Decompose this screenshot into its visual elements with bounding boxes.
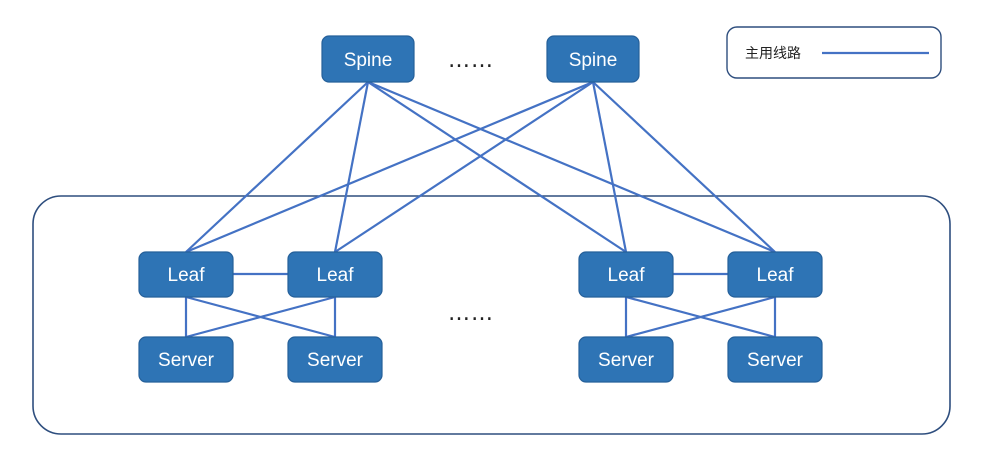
link-spine_2-leaf_1 [185,80,594,254]
spine-node[interactable]: Spine [546,35,640,83]
link-spine_2-leaf_3 [591,81,628,253]
leaf-node[interactable]: Leaf [727,251,823,298]
leaf-node[interactable]: Leaf [578,251,674,298]
link-leaf_4-server_3 [625,295,776,339]
spine-ellipsis: …… [448,48,494,73]
leaf-label: Leaf [317,265,355,286]
server-label: Server [747,350,804,371]
link-spine_2-leaf_4 [592,81,776,253]
leaf-node[interactable]: Leaf [138,251,234,298]
server-label: Server [598,350,655,371]
link-spine_1-leaf_4 [367,80,776,254]
links-layer [184,80,777,339]
link-spine_1-leaf_2 [333,81,370,253]
legend: 主用线路 [726,26,942,79]
spine-node[interactable]: Spine [321,35,415,83]
server-label: Server [158,350,215,371]
legend-label: 主用线路 [745,46,801,62]
server-node[interactable]: Server [578,336,674,383]
server-node[interactable]: Server [138,336,234,383]
spine-label: Spine [569,50,618,71]
spine-label: Spine [344,50,393,71]
leaf-label: Leaf [757,265,795,286]
link-spine_2-leaf_2 [334,81,594,253]
leaf-node[interactable]: Leaf [287,251,383,298]
link-spine_1-leaf_3 [367,81,627,253]
server-node[interactable]: Server [287,336,383,383]
leaf-label: Leaf [608,265,646,286]
server-label: Server [307,350,364,371]
link-spine_1-leaf_1 [185,81,369,253]
leaf-ellipsis: …… [448,301,494,326]
leaf-label: Leaf [168,265,206,286]
link-leaf_2-server_1 [185,295,336,339]
pod-container [32,195,951,435]
server-node[interactable]: Server [727,336,823,383]
